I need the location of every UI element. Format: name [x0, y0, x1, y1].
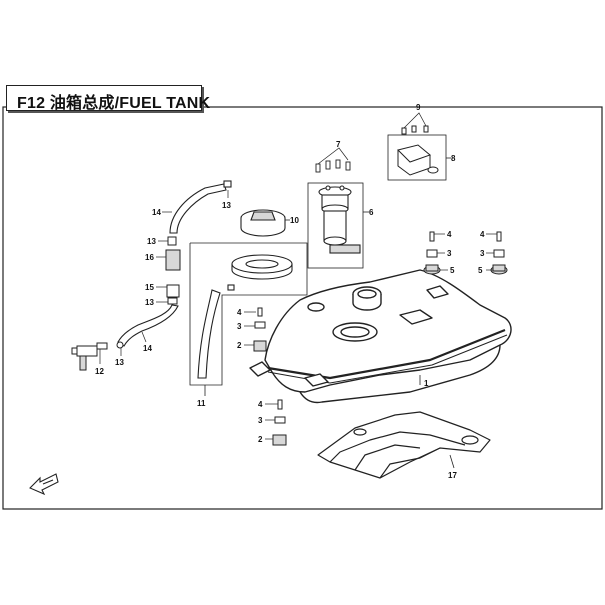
callout-9: 9 [416, 103, 421, 112]
callout-5a: 5 [450, 266, 455, 275]
leader-9 [403, 112, 427, 129]
fuel-pump [318, 185, 361, 254]
pump-group-frame [307, 182, 364, 269]
callout-4b: 4 [258, 400, 263, 409]
callout-7: 7 [336, 140, 341, 149]
callout-14a: 14 [152, 208, 161, 217]
callout-1: 1 [424, 379, 429, 388]
diagram-border [2, 106, 603, 510]
callout-6: 6 [369, 208, 374, 217]
fuel-hose-lower [117, 304, 179, 347]
callout-3b: 3 [258, 416, 263, 425]
callout-17: 17 [448, 471, 457, 480]
callout-10: 10 [290, 216, 299, 225]
callout-4a: 4 [237, 308, 242, 317]
callout-4d: 4 [480, 230, 485, 239]
callout-2a: 2 [237, 341, 242, 350]
callout-13b: 13 [147, 237, 156, 246]
fuel-filter [165, 236, 181, 305]
fuel-sensor [397, 125, 439, 176]
callout-4c: 4 [447, 230, 452, 239]
callout-13d: 13 [115, 358, 124, 367]
callout-5b: 5 [478, 266, 483, 275]
callout-3c: 3 [447, 249, 452, 258]
mount-stack-right-a [423, 231, 441, 275]
callout-13c: 13 [145, 298, 154, 307]
vent-hose-upper [169, 180, 232, 234]
callout-13a: 13 [222, 201, 231, 210]
callout-3d: 3 [480, 249, 485, 258]
callout-8: 8 [451, 154, 456, 163]
callout-14b: 14 [143, 344, 152, 353]
callout-2b: 2 [258, 435, 263, 444]
callout-3a: 3 [237, 322, 242, 331]
front-direction-arrow-icon [29, 473, 59, 496]
sensor-group-frame [387, 134, 447, 181]
leader-7 [317, 147, 349, 165]
filler-hose [197, 254, 293, 379]
fuel-tank-body [249, 269, 512, 404]
callout-15: 15 [145, 283, 154, 292]
callout-11: 11 [197, 399, 206, 408]
leader-17 [449, 454, 455, 469]
tank-bracket [317, 411, 491, 479]
pump-screws [315, 159, 351, 173]
mount-stack-left [253, 307, 267, 352]
leader-14b [141, 331, 147, 343]
diagram-title: F12 油箱总成/FUEL TANK [17, 95, 211, 112]
callout-16: 16 [145, 253, 154, 262]
hose-group-frame [189, 242, 308, 386]
fuel-valve [71, 341, 124, 371]
filler-cap [240, 209, 286, 237]
diagram-title-box: F12 油箱总成/FUEL TANK [6, 85, 210, 112]
mount-stack-bottom [272, 399, 287, 446]
mount-stack-right-b [490, 231, 508, 275]
callout-12: 12 [95, 367, 104, 376]
